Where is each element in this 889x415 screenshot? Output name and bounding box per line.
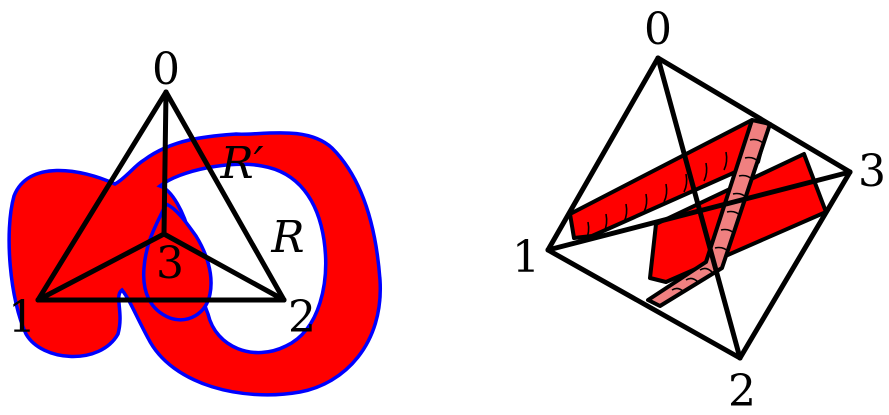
right-edge-0-1 <box>545 55 661 253</box>
left-edge-0-3 <box>161 89 169 237</box>
right-tube-arcs <box>671 138 765 293</box>
right-edge-1-3 <box>545 169 853 253</box>
left-vertex-1-label: 1 <box>8 292 36 343</box>
left-region-outer-label: R′ <box>219 138 263 189</box>
left-region-inner-label: R <box>270 212 304 263</box>
left-vertex-3-label: 3 <box>156 238 184 289</box>
right-edge-0-2 <box>655 55 743 361</box>
left-edge-2-3 <box>161 231 287 303</box>
right-vertex-0-label: 0 <box>644 4 672 55</box>
right-diagram: 0 1 2 3 <box>512 4 886 415</box>
right-strip-arcs <box>585 151 728 241</box>
left-edge-1-3 <box>35 231 167 303</box>
left-tetra-edges <box>35 89 287 303</box>
right-edge-1-2 <box>545 247 743 361</box>
left-vertex-2-label: 2 <box>288 292 316 343</box>
left-edge-0-2 <box>163 89 287 303</box>
right-vertex-1-label: 1 <box>512 232 540 283</box>
right-edge-0-3 <box>655 55 853 175</box>
right-vertex-3-label: 3 <box>858 146 886 197</box>
left-diagram: 0 1 2 3 R′ R <box>7 44 382 397</box>
right-vertex-2-label: 2 <box>728 366 756 415</box>
left-red-inner-blob <box>141 201 213 322</box>
right-tetra-edges <box>545 55 853 361</box>
left-edge-0-1 <box>35 89 169 303</box>
left-vertex-0-label: 0 <box>152 44 180 95</box>
right-edge-2-3 <box>737 169 853 361</box>
